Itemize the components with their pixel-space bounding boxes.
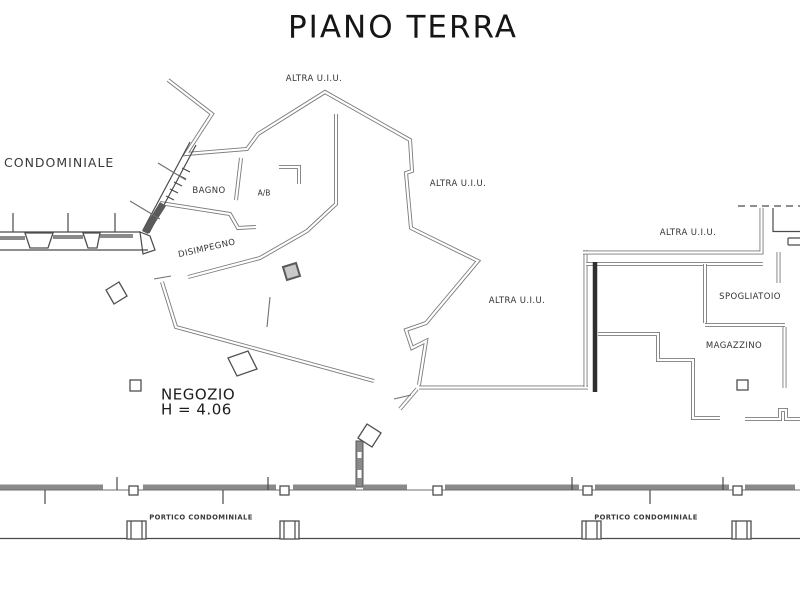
page-title: PIANO TERRA [287,9,519,46]
label-portico-left: PORTICO CONDOMINIALE [149,513,253,522]
door-post [355,423,382,488]
left-window-wall [0,213,156,255]
label-altra-uiu-low: ALTRA U.I.U. [488,295,546,306]
label-negozio: NEGOZIO [161,385,236,404]
label-portico-right: PORTICO CONDOMINIALE [594,513,698,522]
pillar [126,520,147,540]
label-altra-uiu-mid: ALTRA U.I.U. [429,178,487,189]
label-negozio-height: H = 4.06 [161,400,232,419]
label-magazzino: MAGAZZINO [705,340,763,351]
label-ab: A/B [257,188,271,198]
entrance-wall [129,141,197,234]
storefront-line [0,477,800,504]
dashed-boundary [738,205,800,246]
label-bagno: BAGNO [192,185,226,196]
label-condominiale: CONDOMINIALE [4,154,115,170]
portico-colonnade [0,520,800,540]
pillar [731,520,752,540]
label-spogliatoio: SPOGLIATOIO [719,291,781,302]
pillar [279,520,300,540]
interior-details [105,261,749,400]
label-altra-uiu-right: ALTRA U.I.U. [659,227,717,238]
label-altra-uiu-top: ALTRA U.I.U. [285,73,343,84]
pillar [581,520,602,540]
